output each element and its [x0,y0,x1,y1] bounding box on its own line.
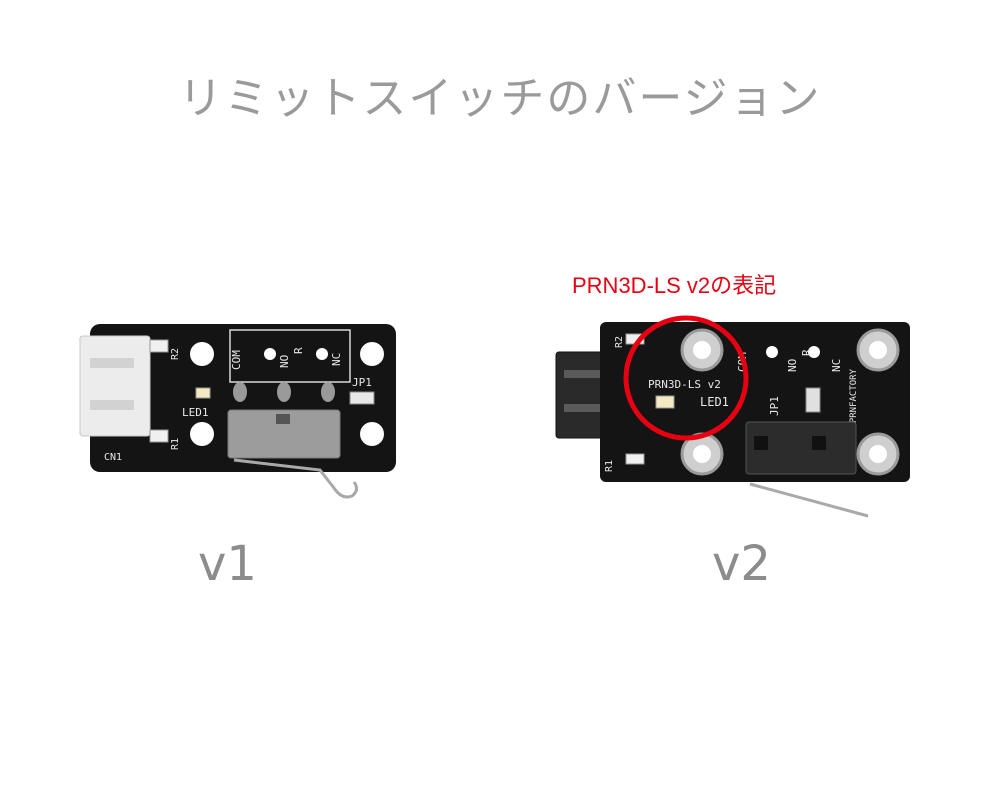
version-label-v2: v2 [712,536,771,592]
mount-hole [360,422,384,446]
annotation-label: PRN3D-LS v2の表記 [572,273,777,298]
mount-hole [360,342,384,366]
silk-cn1: CN1 [104,452,122,463]
highlight-circle [623,315,749,441]
board-v2-photo: PRN3D-LS v2 LED1 COM NO R NC JP1 3DPRNFA… [555,315,910,518]
silk-com: COM [230,350,243,370]
silk-brand: 3DPRNFACTORY [849,368,859,434]
cn1-housing [79,335,151,437]
silk-no: NO [278,355,291,368]
mount-hole [190,422,214,446]
lever-arm [233,458,359,499]
mount-hole [190,342,214,366]
silk-led1-v2: LED1 [700,395,729,409]
silk-jp1-v2: JP1 [768,396,781,416]
lever-arm-v2 [749,482,869,518]
silk-r-v2: R [800,349,813,356]
silk-jp1: JP1 [352,376,372,389]
silk-led1: LED1 [182,406,209,419]
silk-no-v2: NO [786,359,799,372]
silk-r2-v2: R2 [614,336,625,348]
micro-switch [227,409,341,459]
silk-model: PRN3D-LS v2 [648,378,721,391]
silk-r1: R1 [170,438,181,450]
version-label-v1: v1 [198,536,257,592]
board-v1-photo: COM NO R NC R2 R1 LED1 JP1 CN1 [79,324,396,499]
silk-nc-v2: NC [830,359,843,372]
silk-r1-v2: R1 [604,460,615,472]
page-title: リミットスイッチのバージョン [178,73,822,124]
silk-r2: R2 [170,348,181,360]
silk-nc: NC [330,353,343,366]
silk-r: R [292,347,305,354]
micro-switch-v2 [745,421,857,475]
